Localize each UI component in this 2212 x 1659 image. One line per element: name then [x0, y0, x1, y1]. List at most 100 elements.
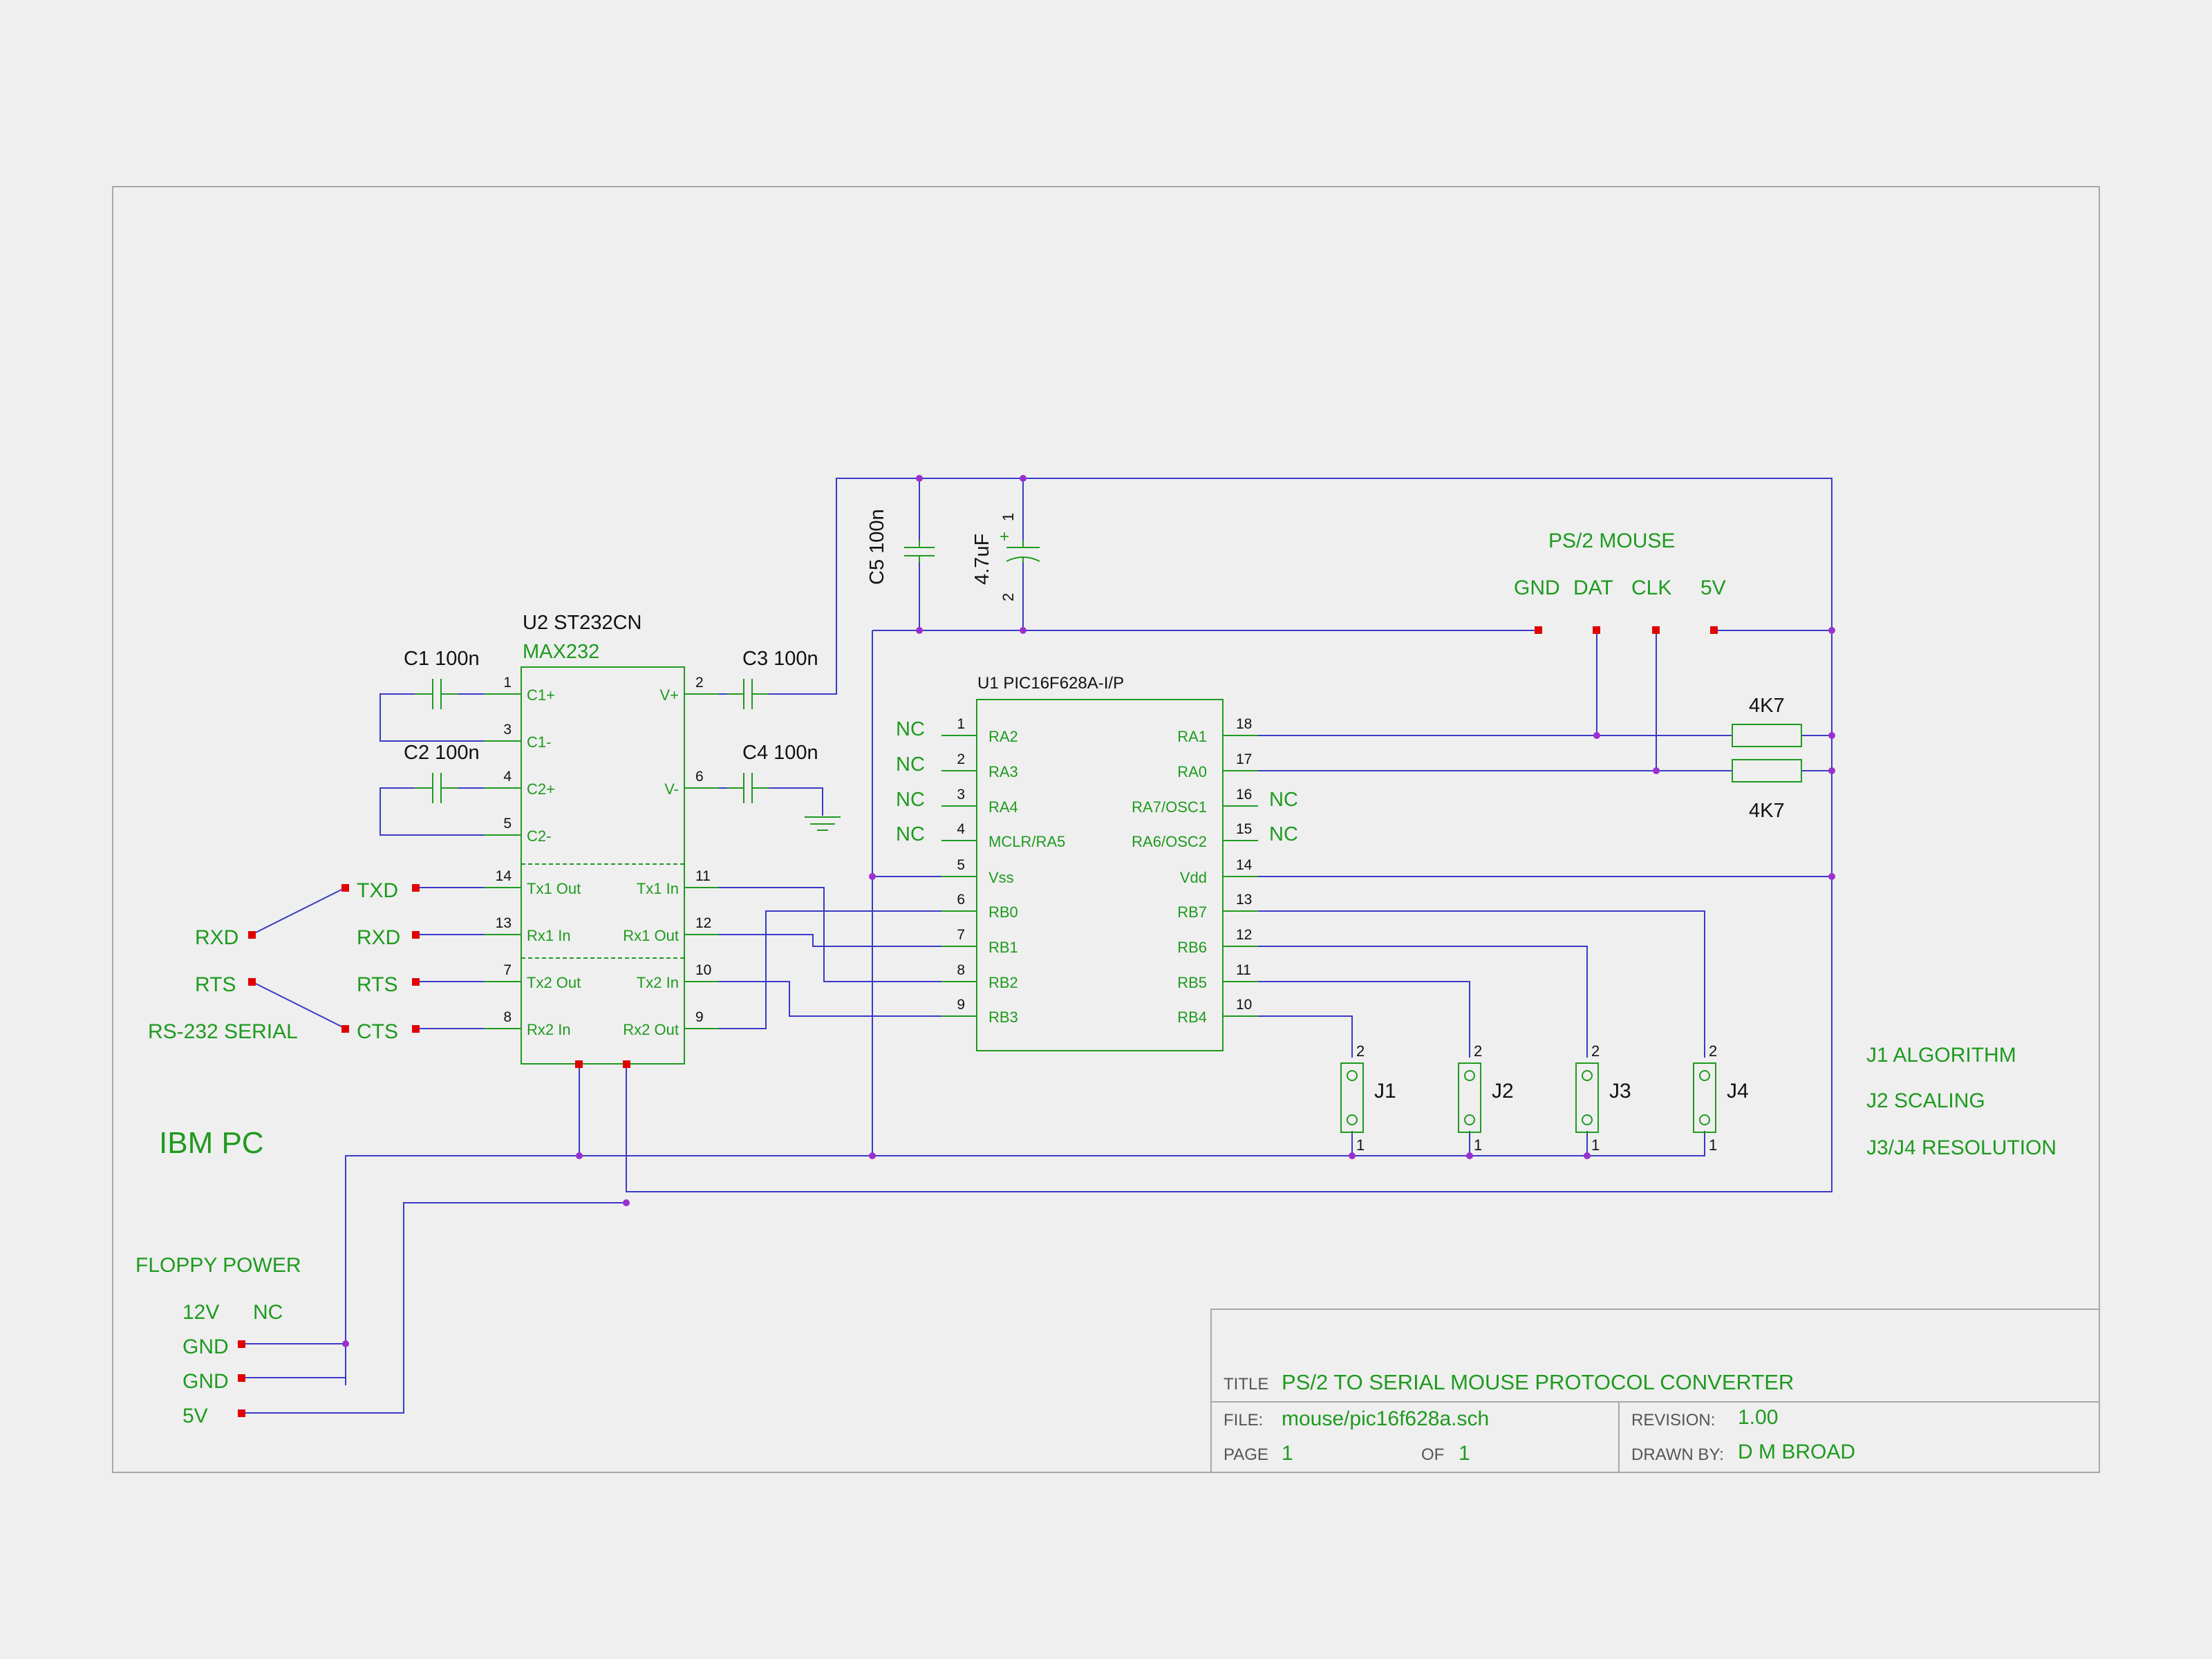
jumper-pin-circle	[1464, 1114, 1475, 1125]
junction	[342, 1340, 349, 1347]
jumper-j1-label: J1	[1374, 1080, 1396, 1103]
jumper-j3-label: J3	[1609, 1080, 1631, 1103]
u2-pin-number: 11	[695, 868, 711, 884]
jumper-pin-circle	[1582, 1070, 1593, 1081]
junction	[1828, 767, 1835, 774]
revision-value: 1.00	[1738, 1406, 1778, 1429]
ground-symbol	[805, 816, 841, 831]
wire-rb4-j1	[1251, 1015, 1353, 1058]
floppy-connector: FLOPPY POWER 12V NC GND GND 5V	[135, 1254, 301, 1427]
u1-pin-number: 3	[957, 787, 965, 803]
c6-label: 4.7uF	[971, 534, 993, 585]
jumper-j3-body	[1575, 1062, 1599, 1133]
u1-pin-number: 17	[1236, 751, 1252, 767]
c4-label: C4 100n	[742, 742, 818, 764]
u1-pin-name: RA1	[1177, 728, 1207, 745]
u1-pin-name: RB0	[988, 903, 1018, 921]
jumper-pin-number: 1	[1474, 1136, 1482, 1154]
serial-rxd-left: RXD	[195, 926, 238, 949]
jumper-pin-number: 2	[1474, 1042, 1482, 1060]
u1-pin-number: 14	[1236, 857, 1253, 873]
floppy-5v: 5V	[182, 1405, 208, 1427]
title-block-frame	[1210, 1309, 2100, 1473]
junction	[1828, 873, 1835, 880]
note-j2: J2 SCALING	[1866, 1089, 1985, 1112]
serial-cts: CTS	[357, 1020, 398, 1043]
page-label: PAGE	[1224, 1445, 1268, 1464]
jumper-j1-body	[1340, 1062, 1364, 1133]
jumper-pin-number: 2	[1709, 1042, 1717, 1060]
junction	[1653, 767, 1660, 774]
wire-floppy-gnd	[242, 1343, 346, 1378]
u1-reference: U1 PIC16F628A-I/P	[977, 674, 1124, 693]
u1-pin-name: RA2	[988, 728, 1018, 745]
u1-pic16f628a: 1RA22RA33RA44MCLR/RA55Vss6RB07RB18RB29RB…	[941, 674, 1258, 1051]
u1-pin-name: RA0	[1177, 763, 1207, 780]
u2-pin-name: Tx2 In	[637, 974, 679, 991]
u1-pin-number: 18	[1236, 716, 1252, 732]
jumper-pin-number: 1	[1591, 1136, 1600, 1154]
u1-pin-number: 6	[957, 892, 965, 908]
serial-pin-rxd-left	[248, 931, 256, 939]
jumper-pin-number: 2	[1591, 1042, 1600, 1060]
nc-ra3: NC	[896, 753, 925, 776]
note-j1: J1 ALGORITHM	[1866, 1044, 2016, 1067]
serial-rts: RTS	[357, 973, 397, 996]
u1-body	[976, 699, 1224, 1051]
ibm-pc-label: IBM PC	[159, 1126, 264, 1160]
wire-rb7-j4	[1251, 910, 1705, 1058]
page-number: 1	[1282, 1442, 1293, 1465]
ps2-gnd-label: GND	[1514, 577, 1560, 599]
title-label: TITLE	[1224, 1375, 1268, 1394]
junction	[576, 1152, 583, 1159]
r2-body	[1732, 759, 1802, 782]
ps2-connector: PS/2 MOUSE GND DAT CLK 5V	[1514, 529, 1726, 634]
jumper-pin-circle	[1347, 1114, 1358, 1125]
u2-pin-number: 3	[503, 722, 512, 738]
u1-pin-name: RB5	[1177, 974, 1207, 991]
serial-pin-rxd	[412, 931, 420, 939]
drawn-by-label: DRAWN BY:	[1631, 1445, 1724, 1464]
c2-label: C2 100n	[404, 742, 480, 764]
u2-value: MAX232	[523, 641, 599, 663]
u1-pin-number: 12	[1236, 927, 1252, 943]
u2-pin-name: Rx1 In	[527, 927, 571, 944]
nc-markers: NC NC NC NC NC NC	[896, 718, 1298, 845]
serial-pin-txd-a	[341, 884, 349, 892]
junction	[1828, 627, 1835, 634]
page-total: 1	[1459, 1442, 1470, 1465]
u1-pin-name: RA4	[988, 798, 1018, 816]
u2-pin-name: Tx1 Out	[527, 880, 581, 897]
u1-pin-name: RA3	[988, 763, 1018, 780]
wire-floppy-5v	[242, 1202, 626, 1414]
u2-pin-name: Tx1 In	[637, 880, 679, 897]
u2-pin-number: 6	[695, 769, 704, 785]
u2-pin-name: C1+	[527, 686, 555, 704]
jumper-notes: J1 ALGORITHM J2 SCALING J3/J4 RESOLUTION	[1866, 1044, 2056, 1159]
u2-pin-name: Rx2 Out	[623, 1021, 679, 1038]
u1-pin-name: Vss	[988, 869, 1014, 886]
file-name: mouse/pic16f628a.sch	[1282, 1407, 1489, 1430]
ps2-clk-label: CLK	[1631, 577, 1671, 599]
jumper-j2-body	[1458, 1062, 1481, 1133]
junction	[869, 1152, 876, 1159]
junction	[916, 627, 923, 634]
junction	[623, 1199, 630, 1206]
u1-pin-name: MCLR/RA5	[988, 833, 1065, 850]
floppy-pin-gnd2	[238, 1374, 245, 1382]
r2-label: 4K7	[1749, 800, 1785, 822]
jumper-pin-circle	[1347, 1070, 1358, 1081]
capacitors	[415, 541, 1040, 803]
u1-pin-name: RA6/OSC2	[1132, 833, 1207, 850]
nc-ra4: NC	[896, 789, 925, 811]
floppy-title: FLOPPY POWER	[135, 1254, 301, 1277]
serial-rxd: RXD	[357, 926, 400, 949]
jumper-pin-number: 1	[1356, 1136, 1365, 1154]
u1-pin-number: 8	[957, 962, 965, 978]
u2-pin-number: 9	[695, 1009, 704, 1025]
u1-pin-name: RB4	[1177, 1009, 1207, 1026]
u2-reference: U2 ST232CN	[523, 612, 641, 634]
u2-pin-name: C2+	[527, 780, 555, 798]
junction	[1020, 627, 1027, 634]
